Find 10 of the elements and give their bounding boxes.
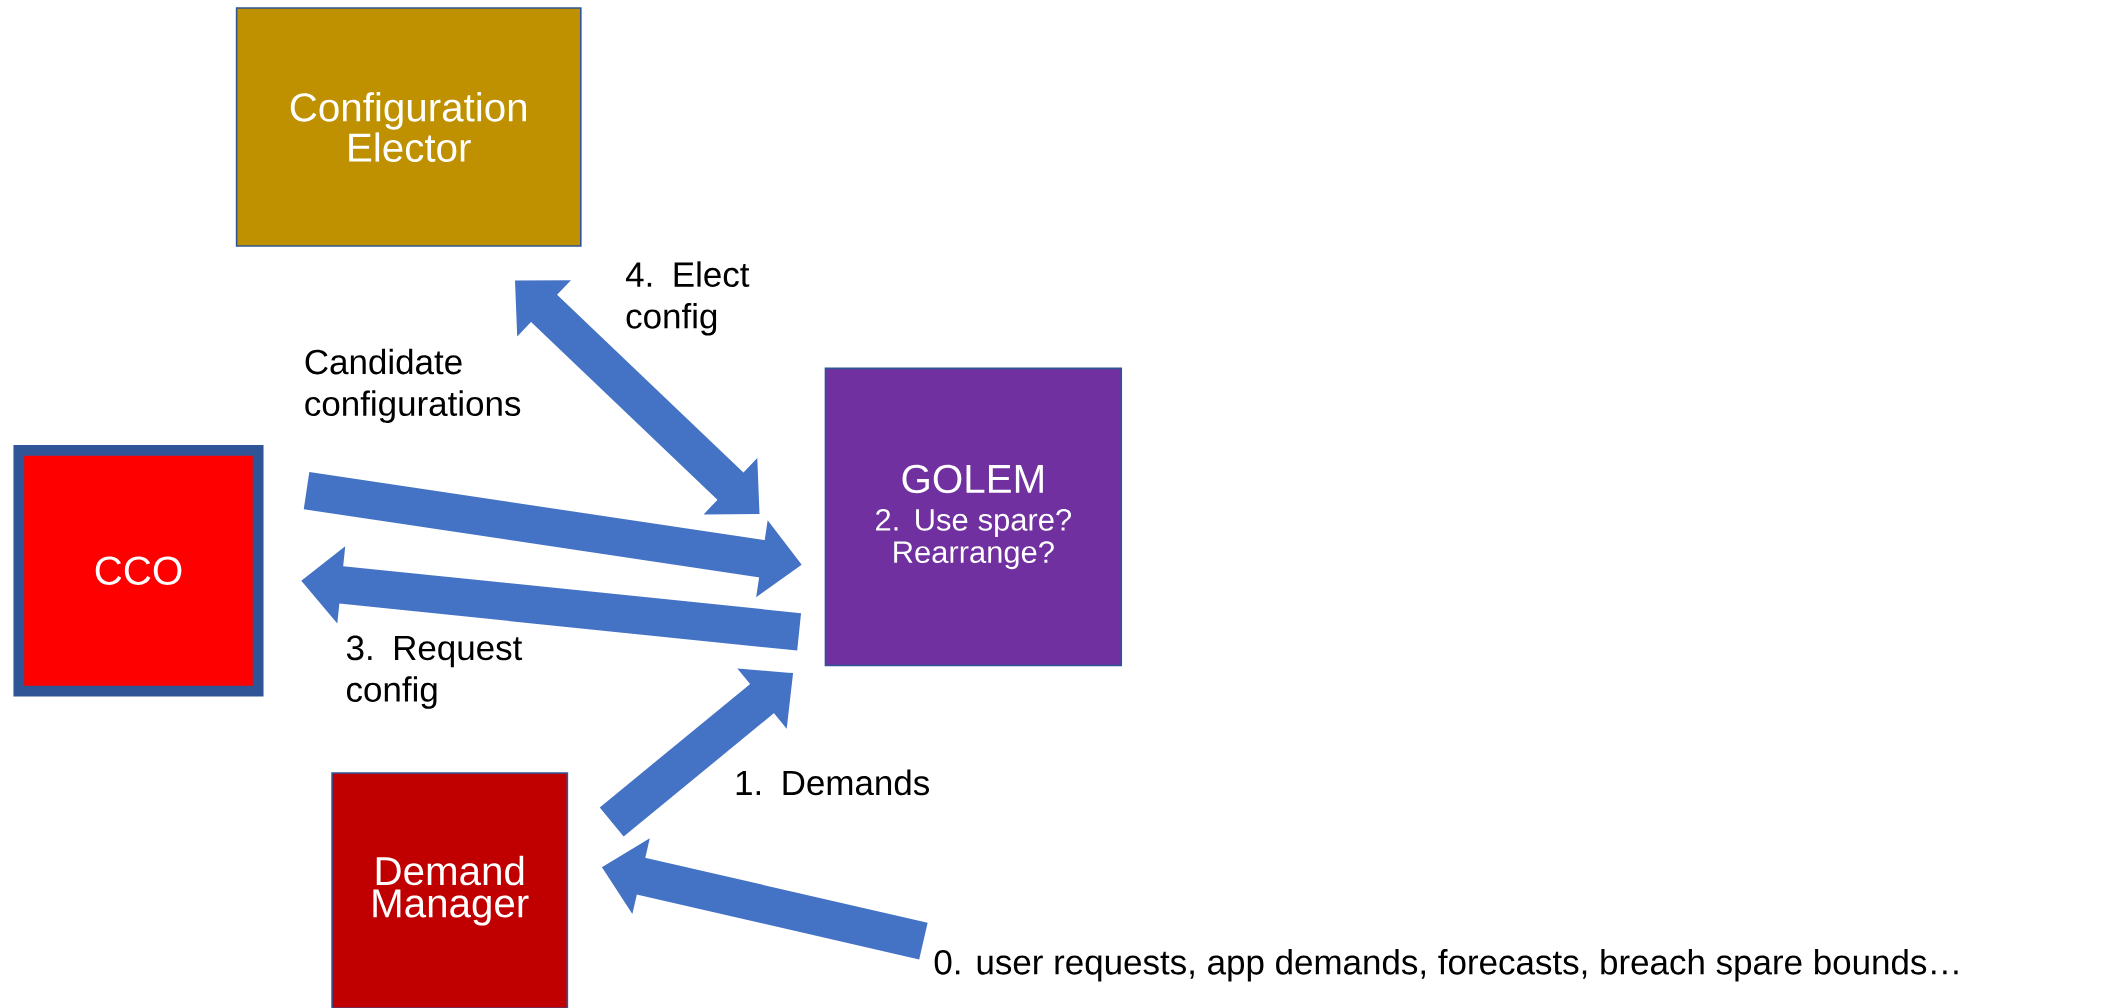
input-text: 0. user requests, app demands, forecasts, breach spare bounds… [934, 948, 1958, 982]
edge-label: 4. Elect config [625, 261, 750, 336]
edge-label: 3. Request config [346, 635, 523, 709]
configuration-box: Configuration Elector [235, 7, 582, 247]
block-arrow [515, 280, 760, 515]
process-box: CCO [13, 444, 264, 697]
edge-label: Candidate configurations [305, 348, 521, 423]
process-box: Demand Manager [331, 772, 569, 1008]
edge-label: 1. Demands [736, 769, 929, 796]
process-box: GOLEM 2. Use spare? Rearrange? [824, 367, 1123, 667]
